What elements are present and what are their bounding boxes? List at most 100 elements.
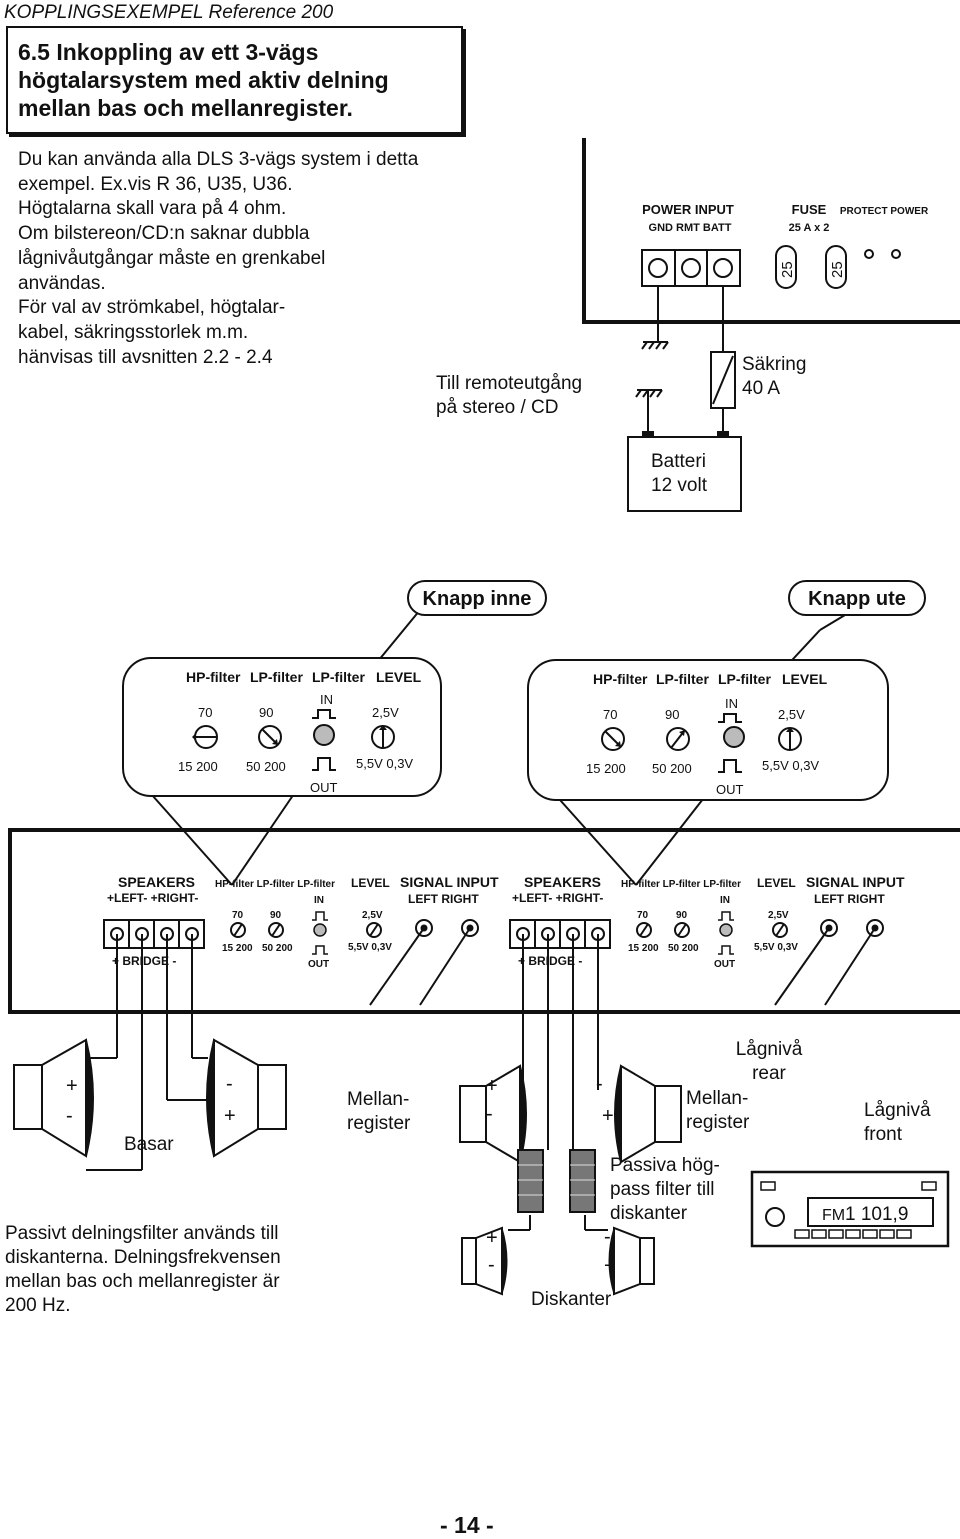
switch-button-icon — [313, 724, 335, 746]
switch-out-icon — [718, 759, 742, 773]
gnd-terminal — [648, 258, 668, 278]
protect-led-icon — [864, 249, 874, 259]
switch-button-icon — [723, 726, 745, 748]
hp-range: 15 200 — [586, 761, 626, 776]
title-line: högtalarsystem med aktiv delning — [18, 67, 389, 93]
intro-line: exempel. Ex.vis R 36, U35, U36. — [18, 173, 293, 195]
passive-filter-icon — [569, 1149, 596, 1213]
level-range: 5,5V 0,3V — [762, 758, 819, 773]
in-label: IN — [720, 895, 730, 906]
switch-in-icon — [312, 911, 328, 921]
svg-text:-: - — [488, 1254, 495, 1276]
terminal-labels: GND RMT BATT — [649, 222, 732, 234]
midrange-label: Mellan-register — [347, 1089, 411, 1134]
fuse-label: FUSE — [792, 202, 827, 217]
lp-top-value: 90 — [270, 910, 282, 921]
switch-in-icon — [312, 709, 336, 719]
out-label: OUT — [310, 780, 338, 795]
svg-text:-: - — [66, 1105, 73, 1127]
radio-display — [807, 1197, 934, 1227]
switch-out-icon — [312, 757, 336, 771]
lp-top-value: 90 — [665, 707, 679, 722]
intro-line: Du kan använda alla DLS 3-vägs system i … — [18, 149, 419, 170]
power-panel: POWER INPUT GND RMT BATT FUSE 25 A x 2 P… — [582, 138, 960, 324]
switch-button-icon — [313, 923, 327, 937]
in-label: IN — [320, 692, 333, 707]
intro-line: användas. — [18, 272, 106, 294]
level-top-value: 2,5V — [372, 705, 399, 720]
intro-paragraph: Du kan använda alla DLS 3-vägs system i … — [18, 148, 458, 370]
fuse-icon — [825, 245, 847, 289]
signal-lr-label: LEFT RIGHT — [814, 892, 885, 906]
battery-box — [627, 436, 742, 512]
out-label: OUT — [714, 959, 735, 970]
svg-text:-: - — [604, 1226, 611, 1248]
mid-speaker-right-icon — [614, 1064, 682, 1164]
hp-top-value: 70 — [198, 705, 212, 720]
switch-button-icon — [719, 923, 733, 937]
speaker-cables — [86, 927, 876, 1231]
filters-label: HP-filter LP-filter LP-filter — [215, 879, 335, 890]
lp-filter-label: LP-filter — [656, 671, 709, 687]
polarity-markers: + - - + + - - + + - - + — [66, 1073, 616, 1277]
tweeter-right-icon — [608, 1226, 655, 1296]
power-led-icon — [891, 249, 901, 259]
switch-in-icon — [718, 713, 742, 723]
protect-power-label: PROTECT POWER — [840, 206, 929, 217]
midrange-label-right: Mellan-register — [686, 1088, 750, 1133]
level-range: 5,5V 0,3V — [348, 942, 392, 953]
button-released-label: Knapp ute — [788, 580, 926, 616]
radio-frequency: 1 101,9 — [845, 1204, 908, 1225]
svg-text:+: + — [486, 1075, 498, 1097]
intro-line: hänvisas till avsnitten 2.2 - 2.4 — [18, 346, 273, 368]
svg-text:+: + — [604, 1255, 616, 1277]
lp-filter-label: LP-filter — [718, 671, 771, 687]
control-callout-left: HP-filter LP-filter LP-filter LEVEL 70 9… — [122, 657, 442, 797]
level-label: LEVEL — [351, 876, 390, 890]
level-label: LEVEL — [376, 669, 422, 685]
hp-range: 15 200 — [628, 943, 659, 954]
batt-terminal — [713, 258, 733, 278]
lp-range: 50 200 — [246, 759, 286, 774]
signal-input-label: SIGNAL INPUT — [806, 874, 905, 890]
level-top-value: 2,5V — [768, 910, 789, 921]
left-right-label: +LEFT- +RIGHT- — [512, 891, 603, 905]
speakers-label: SPEAKERS — [118, 874, 195, 890]
svg-text:+: + — [486, 1227, 498, 1249]
lp-range: 50 200 — [668, 943, 699, 954]
intro-line: kabel, säkringsstorlek m.m. — [18, 321, 249, 343]
radio-band: FM — [822, 1207, 845, 1224]
intro-line: Högtalarna skall vara på 4 ohm. — [18, 198, 287, 220]
power-input-label: POWER INPUT — [642, 202, 734, 217]
intro-line: lågnivåutgångar måste en grenkabel — [18, 247, 326, 269]
lp-range: 50 200 — [262, 943, 293, 954]
signal-input-label: SIGNAL INPUT — [400, 874, 499, 890]
power-wiring — [627, 286, 742, 512]
level-range: 5,5V 0,3V — [356, 756, 413, 771]
fuse-value: 25 — [779, 261, 796, 278]
bass-speaker-right-icon — [206, 1038, 287, 1158]
hp-range: 15 200 — [222, 943, 253, 954]
hp-top-value: 70 — [232, 910, 244, 921]
switch-out-icon — [312, 945, 328, 955]
lp-top-value: 90 — [259, 705, 273, 720]
bass-label: Basar — [124, 1134, 174, 1155]
svg-text:-: - — [596, 1073, 603, 1095]
hp-top-value: 70 — [637, 910, 649, 921]
page-number: - 14 - — [440, 1512, 494, 1538]
intro-line: För val av strömkabel, högtalar- — [18, 297, 286, 319]
section-title: 6.5 Inkoppling av ett 3-vägs högtalarsys… — [6, 26, 463, 134]
in-label: IN — [314, 895, 324, 906]
passive-filter-icon — [517, 1149, 544, 1213]
intro-line: Om bilstereon/CD:n saknar dubbla — [18, 223, 310, 245]
title-line: 6.5 Inkoppling av ett 3-vägs — [18, 39, 319, 65]
rmt-terminal — [681, 258, 701, 278]
tweeter-left-icon — [461, 1226, 508, 1296]
